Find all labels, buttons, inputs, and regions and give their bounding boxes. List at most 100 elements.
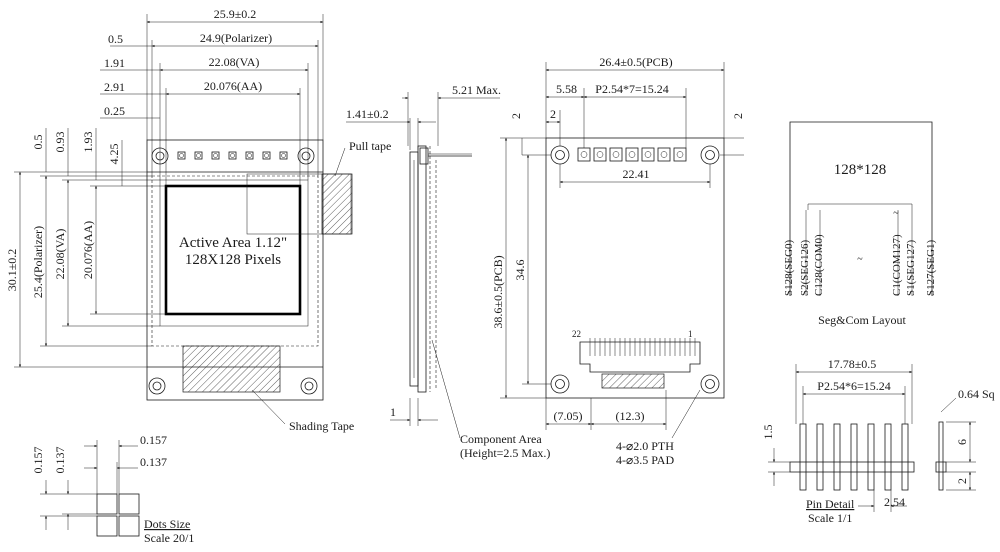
pin-22-label: 22 bbox=[572, 329, 581, 339]
viewing-area bbox=[159, 179, 309, 327]
pin-label: C128(COM0) bbox=[813, 234, 825, 296]
pcb-hole bbox=[700, 145, 720, 165]
dots-dim-0.137-top: 0.137 bbox=[140, 455, 167, 469]
pin-label: S2(SEG126) bbox=[799, 239, 811, 296]
dots-dim-0.157-top: 0.157 bbox=[140, 433, 167, 447]
dim-0.5-v: 0.5 bbox=[31, 135, 45, 150]
header-total-dim: 17.78±0.5 bbox=[828, 357, 877, 371]
fpc-connector bbox=[579, 341, 701, 373]
pull-tape-label: Pull tape bbox=[349, 139, 391, 153]
pcb-width-dim: 26.4±0.5(PCB) bbox=[599, 55, 672, 69]
dot bbox=[96, 515, 118, 537]
pcb-hatch bbox=[601, 373, 665, 389]
dots-dim-0.157-left: 0.157 bbox=[31, 447, 45, 474]
dim-1.93: 1.93 bbox=[81, 132, 95, 153]
shading-tape-label: Shading Tape bbox=[289, 419, 354, 433]
dim-2-right: 2 bbox=[731, 113, 745, 119]
pcb-pitch-dim: P2.54*7=15.24 bbox=[595, 82, 668, 96]
holes-label-2: 4-⌀3.5 PAD bbox=[616, 453, 674, 467]
pixels-label: 128X128 Pixels bbox=[185, 252, 281, 268]
pin-header-body bbox=[789, 461, 915, 473]
mount-hole bbox=[300, 377, 318, 395]
max-thickness-dim: 5.21 Max. bbox=[452, 83, 501, 97]
dim-1: 1 bbox=[390, 405, 396, 419]
side-view: 5.21 Max. 1.41±0.2 1 Component Area (Hei… bbox=[346, 83, 550, 460]
polarizer-height-dim: 25.4(Polarizer) bbox=[31, 226, 45, 298]
pin-label: S1(SEG127) bbox=[905, 239, 917, 296]
dim-2: 2 bbox=[955, 478, 969, 484]
header-pins bbox=[799, 423, 909, 491]
dim-1.5: 1.5 bbox=[761, 425, 775, 440]
dim-2.54: 2.54 bbox=[884, 495, 905, 509]
header-pitch-dim: P2.54*6=15.24 bbox=[817, 379, 890, 393]
dots-size: 0.157 0.137 0.157 0.137 Dots Size Scale … bbox=[31, 433, 194, 545]
dot bbox=[96, 493, 118, 515]
dim-4.25: 4.25 bbox=[107, 144, 121, 165]
pin-square-label: 0.64 Sq bbox=[958, 387, 995, 401]
pin-detail-title: Pin Detail bbox=[806, 497, 855, 511]
dim-2.91: 2.91 bbox=[104, 80, 125, 94]
pcb-pin-pads bbox=[577, 147, 687, 162]
tilde: ~ bbox=[857, 254, 863, 265]
mount-hole bbox=[148, 377, 166, 395]
pin-detail: 17.78±0.5 P2.54*6=15.24 1.5 2.54 Pin Det… bbox=[761, 357, 995, 525]
module-outline bbox=[146, 139, 324, 401]
pcb-outline bbox=[545, 137, 725, 399]
tilde: ~ bbox=[893, 208, 899, 219]
glass-thickness-dim: 1.41±0.2 bbox=[346, 107, 389, 121]
dot bbox=[118, 515, 140, 537]
side-pcb bbox=[417, 145, 427, 393]
dim-7.05: (7.05) bbox=[554, 409, 583, 423]
component-height-label: (Height=2.5 Max.) bbox=[460, 446, 550, 460]
pcb-hole bbox=[550, 374, 570, 394]
total-height-dim: 30.1±0.2 bbox=[5, 249, 19, 292]
dim-2-left: 2 bbox=[509, 113, 523, 119]
dots-dim-0.137-left: 0.137 bbox=[53, 447, 67, 474]
dim-0.5: 0.5 bbox=[108, 32, 123, 46]
dim-34.6: 34.6 bbox=[513, 260, 527, 281]
dots-scale: Scale 20/1 bbox=[144, 531, 194, 545]
component-area-label: Component Area bbox=[460, 432, 542, 446]
mount-hole bbox=[297, 147, 315, 165]
dim-2-top: 2 bbox=[550, 107, 556, 121]
active-area bbox=[164, 184, 302, 316]
pcb-hole bbox=[550, 145, 570, 165]
total-width-dim: 25.9±0.2 bbox=[214, 7, 257, 21]
resolution-label: 128*128 bbox=[834, 162, 887, 178]
polarizer-outline bbox=[151, 175, 319, 347]
pcb-view: 22 1 26.4±0.5(PCB) 5.58 P2.54*7=15.24 2 … bbox=[491, 55, 745, 467]
pin-label: C1(COM127) bbox=[891, 234, 903, 296]
polarizer-width-dim: 24.9(Polarizer) bbox=[200, 31, 272, 45]
aa-height-dim: 20.076(AA) bbox=[81, 221, 95, 279]
dim-0.93: 0.93 bbox=[53, 132, 67, 153]
dim-0.25: 0.25 bbox=[104, 104, 125, 118]
pcb-hole bbox=[700, 374, 720, 394]
dim-5.58: 5.58 bbox=[556, 82, 577, 96]
pin-pads bbox=[177, 151, 288, 160]
seg-com-layout: 128*128 ~ ~ S128(SEG0) S2(SEG126) C128(C… bbox=[783, 121, 937, 327]
dot bbox=[118, 493, 140, 515]
holes-label-1: 4-⌀2.0 PTH bbox=[616, 439, 674, 453]
seg-com-outline bbox=[789, 121, 933, 204]
va-width-dim: 22.08(VA) bbox=[209, 55, 260, 69]
pin-1-label: 1 bbox=[688, 329, 693, 339]
dim-1.91: 1.91 bbox=[104, 56, 125, 70]
va-height-dim: 22.08(VA) bbox=[53, 229, 67, 280]
dim-22.41: 22.41 bbox=[623, 167, 650, 181]
active-area-label: Active Area 1.12" bbox=[179, 235, 287, 251]
aa-width-dim: 20.076(AA) bbox=[204, 79, 262, 93]
pin-side bbox=[938, 421, 944, 491]
dim-12.3: (12.3) bbox=[616, 409, 645, 423]
seg-com-title: Seg&Com Layout bbox=[818, 313, 906, 327]
shading-tape bbox=[182, 345, 281, 393]
pin-detail-scale: Scale 1/1 bbox=[808, 511, 852, 525]
fpc-pins bbox=[589, 338, 696, 356]
pcb-height-dim: 38.6±0.5(PCB) bbox=[491, 255, 505, 328]
pin-label: S128(SEG0) bbox=[783, 239, 795, 296]
pin-label: S127(SEG1) bbox=[925, 239, 937, 296]
front-view: Active Area 1.12" 128X128 Pixels Pull ta… bbox=[5, 7, 391, 433]
pull-tape bbox=[321, 173, 353, 235]
dim-6: 6 bbox=[955, 439, 969, 445]
